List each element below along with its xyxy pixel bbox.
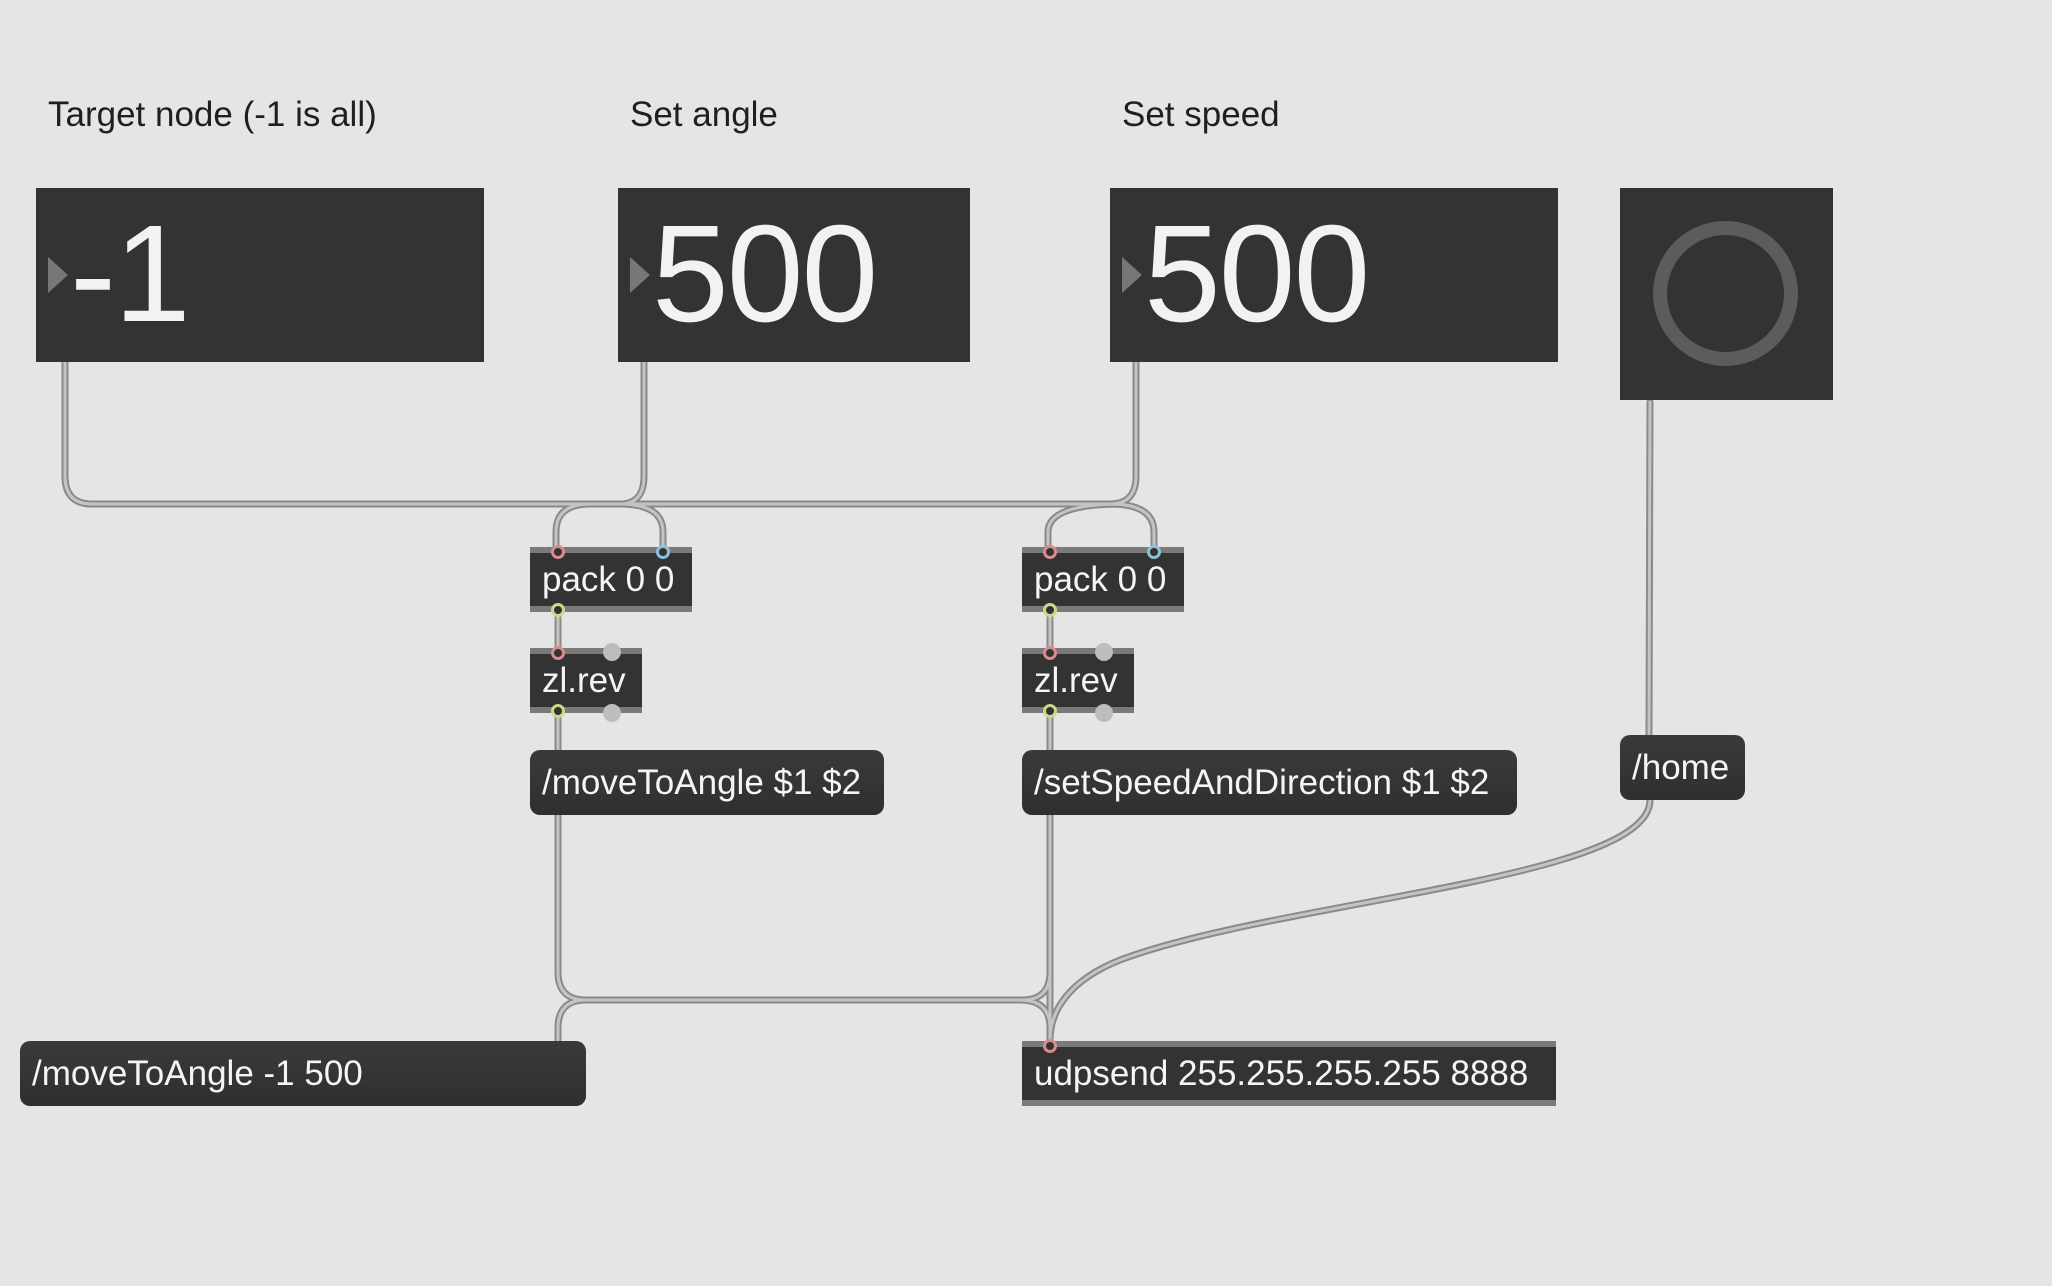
zlrev-angle-right-outlet[interactable]: [603, 704, 621, 722]
number-box-speed[interactable]: 500: [1110, 188, 1558, 362]
udpsend-inlet[interactable]: [1043, 1039, 1057, 1053]
message-home[interactable]: /home: [1620, 735, 1745, 800]
zlrev-speed-left-outlet[interactable]: [1043, 704, 1057, 718]
zlrev-object-speed-label: zl.rev: [1034, 661, 1118, 700]
cord-msg-angle-to-udpsend: [554, 812, 1054, 1044]
comment-set-speed: Set speed: [1122, 95, 1280, 134]
zlrev-object-speed[interactable]: zl.rev: [1022, 648, 1134, 713]
pack-object-angle-label: pack 0 0: [542, 560, 675, 599]
play-triangle-icon: [48, 257, 68, 293]
pack-angle-left-inlet[interactable]: [551, 545, 565, 559]
number-box-angle[interactable]: 500: [618, 188, 970, 362]
zlrev-object-angle-label: zl.rev: [542, 661, 626, 700]
number-box-target[interactable]: -1: [36, 188, 484, 362]
pack-speed-right-inlet[interactable]: [1147, 545, 1161, 559]
cord-bang-to-home: [1645, 398, 1654, 738]
udpsend-object-label: udpsend 255.255.255.255 8888: [1034, 1054, 1529, 1093]
cord-target-to-pack-angle: [61, 358, 594, 551]
play-triangle-icon: [1122, 257, 1142, 293]
comment-target-node: Target node (-1 is all): [48, 95, 377, 134]
pack-angle-outlet[interactable]: [551, 603, 565, 617]
cord-msg-speed-to-last-message: [554, 812, 1054, 1044]
bang-circle-icon: [1653, 221, 1798, 366]
zlrev-speed-right-inlet[interactable]: [1095, 643, 1113, 661]
number-box-target-value: -1: [70, 197, 191, 351]
pack-speed-outlet[interactable]: [1043, 603, 1057, 617]
cord-angle-to-pack-angle: [616, 358, 667, 551]
pack-object-speed-label: pack 0 0: [1034, 560, 1167, 599]
cord-target-to-pack-speed: [61, 358, 1126, 551]
comment-set-angle: Set angle: [630, 95, 778, 134]
zlrev-angle-left-inlet[interactable]: [551, 646, 565, 660]
zlrev-speed-right-outlet[interactable]: [1095, 704, 1113, 722]
message-set-speed-and-direction[interactable]: /setSpeedAndDirection $1 $2: [1022, 750, 1517, 815]
bang-button[interactable]: [1620, 188, 1833, 400]
zlrev-object-angle[interactable]: zl.rev: [530, 648, 642, 713]
pack-angle-right-inlet[interactable]: [656, 545, 670, 559]
zlrev-angle-left-outlet[interactable]: [551, 704, 565, 718]
zlrev-speed-left-inlet[interactable]: [1043, 646, 1057, 660]
number-box-speed-value: 500: [1144, 197, 1370, 351]
message-move-to-angle[interactable]: /moveToAngle $1 $2: [530, 750, 884, 815]
udpsend-object[interactable]: udpsend 255.255.255.255 8888: [1022, 1041, 1556, 1106]
cord-speed-to-pack-speed: [1106, 358, 1158, 551]
zlrev-angle-right-inlet[interactable]: [603, 643, 621, 661]
message-last-output[interactable]: /moveToAngle -1 500: [20, 1041, 586, 1106]
play-triangle-icon: [630, 257, 650, 293]
cord-home-to-udpsend: [1046, 796, 1654, 1044]
number-box-angle-value: 500: [652, 197, 878, 351]
pack-speed-left-inlet[interactable]: [1043, 545, 1057, 559]
